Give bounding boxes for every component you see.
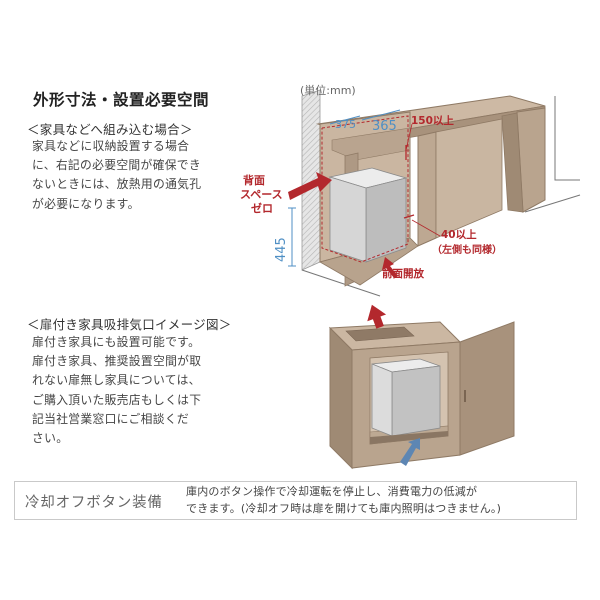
intake-arrow bbox=[400, 438, 420, 466]
dim-width-line bbox=[361, 109, 401, 121]
side-clearance-label: 40以上 bbox=[441, 228, 477, 241]
body-line: が必要になります。 bbox=[32, 196, 140, 211]
door-cabinet-diagram bbox=[328, 304, 515, 470]
built-in-space-diagram: 375 365 445 (単位:mm) 150以上 背面 スペース ゼロ 40以… bbox=[240, 83, 581, 297]
body-line: 扉付き家具、推奨設置空間が取 bbox=[32, 354, 202, 369]
dim-height-label: 445 bbox=[274, 237, 289, 262]
back-space-arrow bbox=[288, 172, 332, 200]
room-wall-right bbox=[554, 96, 580, 181]
section-door-furniture-subtitle: ＜扉付き家具吸排気口イメージ図＞ bbox=[27, 317, 232, 332]
enclosure-inner-top bbox=[331, 127, 411, 161]
page-title: 外形寸法・設置必要空間 bbox=[33, 91, 210, 109]
cooling-off-desc-line: 庫内のボタン操作で冷却運転を停止し、消費電力の低減が bbox=[186, 485, 478, 498]
room-floor-right bbox=[524, 194, 581, 213]
dim-depth-label: 375 bbox=[335, 118, 356, 131]
front-open-label: 前面開放 bbox=[382, 267, 424, 280]
section-built-in-body: 家具などに収納設置する場合 に、右記の必要空間が確保でき ないときには、放熱用の… bbox=[32, 137, 201, 214]
cabinet-fridge-front bbox=[391, 365, 441, 437]
fridge-side bbox=[329, 176, 367, 263]
back-space-label-1: 背面 bbox=[243, 173, 265, 187]
exhaust-arrow bbox=[367, 304, 387, 329]
back-space-label-2: スペース bbox=[240, 188, 283, 201]
top-clearance-label: 150以上 bbox=[411, 114, 454, 127]
back-space-label-3: ゼロ bbox=[251, 201, 273, 215]
body-line: に、右記の必要空間が確保でき bbox=[32, 158, 202, 173]
body-line: 扉付き家具にも設置可能です。 bbox=[32, 335, 201, 349]
cooling-off-title: 冷却オフボタン装備 bbox=[25, 495, 163, 511]
cooling-off-feature-box: 冷却オフボタン装備 庫内のボタン操作で冷却運転を停止し、消費電力の低減が できま… bbox=[14, 481, 577, 520]
side-clearance-note: （左側も同様） bbox=[432, 243, 502, 256]
cooling-off-description: 庫内のボタン操作で冷却運転を停止し、消費電力の低減が できます。(冷却オフ時は扉… bbox=[186, 484, 501, 517]
wall-floor-line bbox=[301, 269, 381, 297]
body-line: さい。 bbox=[32, 431, 69, 446]
section-door-furniture-body: 扉付き家具にも設置可能です。 扉付き家具、推奨設置空間が取 れない扉無し家具につ… bbox=[32, 333, 201, 448]
top-clearance-leader bbox=[405, 123, 413, 151]
side-clearance-marker bbox=[403, 214, 415, 219]
body-line: れない扉無し家具については、 bbox=[32, 373, 201, 388]
desk-back-panel bbox=[435, 118, 503, 239]
bottom-vent-slot bbox=[370, 431, 448, 444]
clearance-outline bbox=[321, 115, 409, 263]
cabinet-side-left bbox=[329, 326, 353, 470]
unit-label: (単位:mm) bbox=[300, 83, 356, 97]
side-clearance-leader bbox=[411, 219, 441, 237]
body-line: 家具などに収納設置する場合 bbox=[32, 139, 190, 153]
section-built-in-subtitle: ＜家具などへ組み込む場合＞ bbox=[27, 122, 193, 137]
cooling-off-desc-line: できます。(冷却オフ時は扉を開けても庫内照明はつきません。) bbox=[186, 501, 502, 515]
top-vent-slot bbox=[345, 326, 415, 342]
dim-depth-line bbox=[329, 115, 361, 125]
body-line: 記当社営業窓口にご相談くだ bbox=[32, 411, 190, 426]
body-line: ご購入頂いた販売店もしくは下 bbox=[32, 392, 202, 407]
dim-width-label: 365 bbox=[372, 119, 397, 134]
front-open-arrow bbox=[382, 257, 398, 278]
cabinet-fridge-side bbox=[371, 363, 393, 437]
cabinet-door bbox=[459, 321, 515, 456]
body-line: ないときには、放熱用の通気孔 bbox=[32, 177, 202, 192]
desk-leg-right-inner bbox=[501, 112, 524, 213]
